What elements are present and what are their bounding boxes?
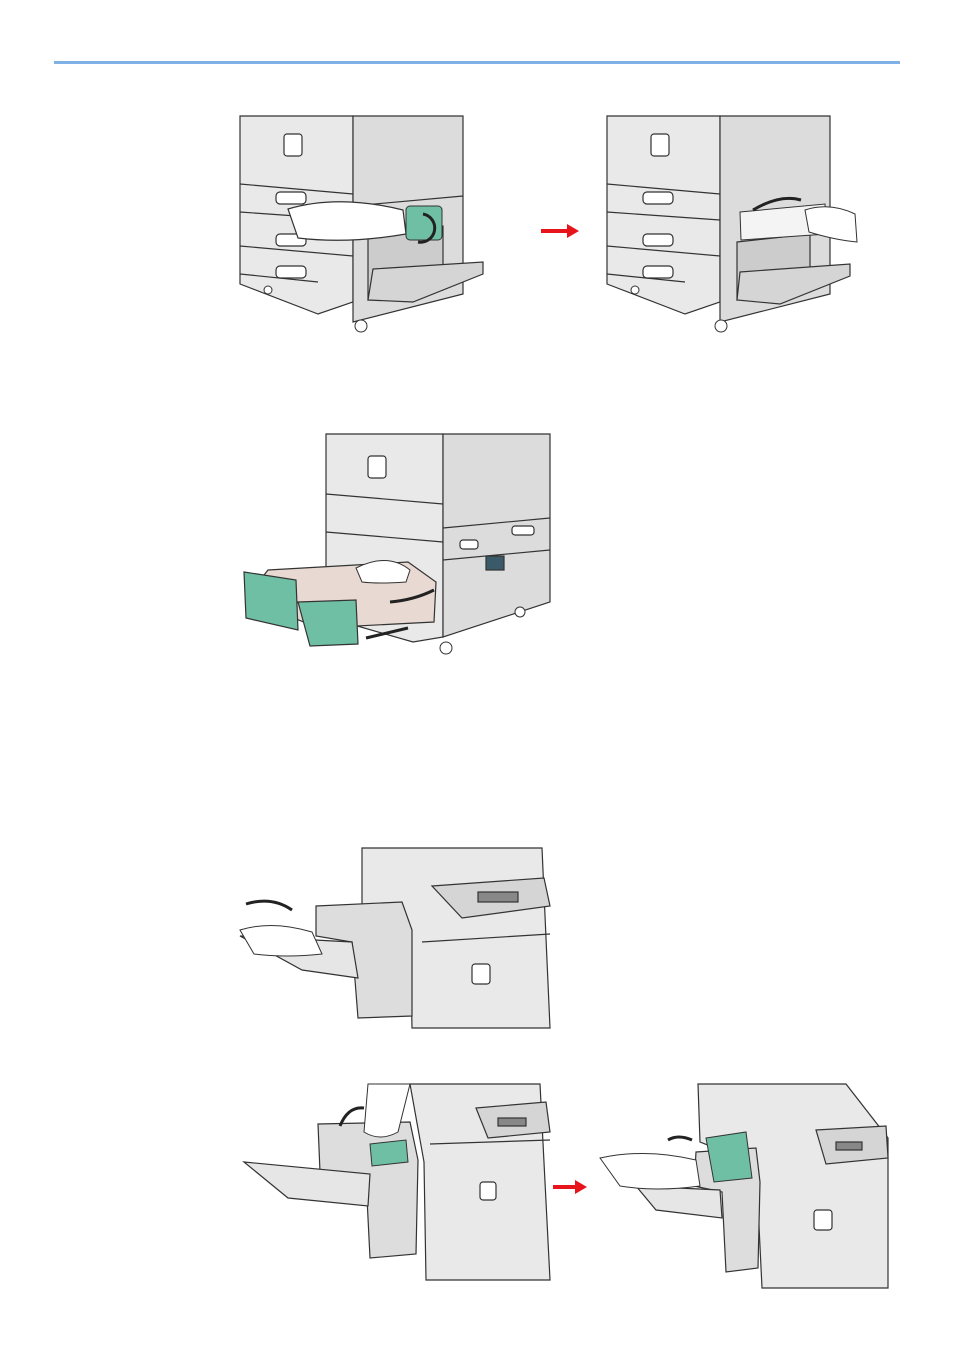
illus-pull-document-finisher <box>232 846 552 1030</box>
arrow-right-icon <box>541 224 579 243</box>
printer-finisher-paper-icon <box>596 1082 892 1290</box>
illus-remove-jammed-paper-right <box>595 114 860 336</box>
illus-open-lower-right-cover <box>228 114 490 336</box>
illus-remove-paper-finisher <box>596 1082 892 1290</box>
printer-cabinet-paper-icon <box>595 114 860 336</box>
printer-cabinet-lever-icon <box>228 114 490 336</box>
arrow-right-icon <box>553 1180 587 1199</box>
illus-open-finisher-top-cover <box>240 1082 552 1282</box>
printer-finisher-slide-icon <box>232 846 552 1030</box>
header-rule <box>54 61 900 64</box>
printer-cassette-drawer-icon <box>238 432 554 657</box>
printer-finisher-open-icon <box>240 1082 552 1282</box>
illus-pull-out-cassette <box>238 432 554 657</box>
